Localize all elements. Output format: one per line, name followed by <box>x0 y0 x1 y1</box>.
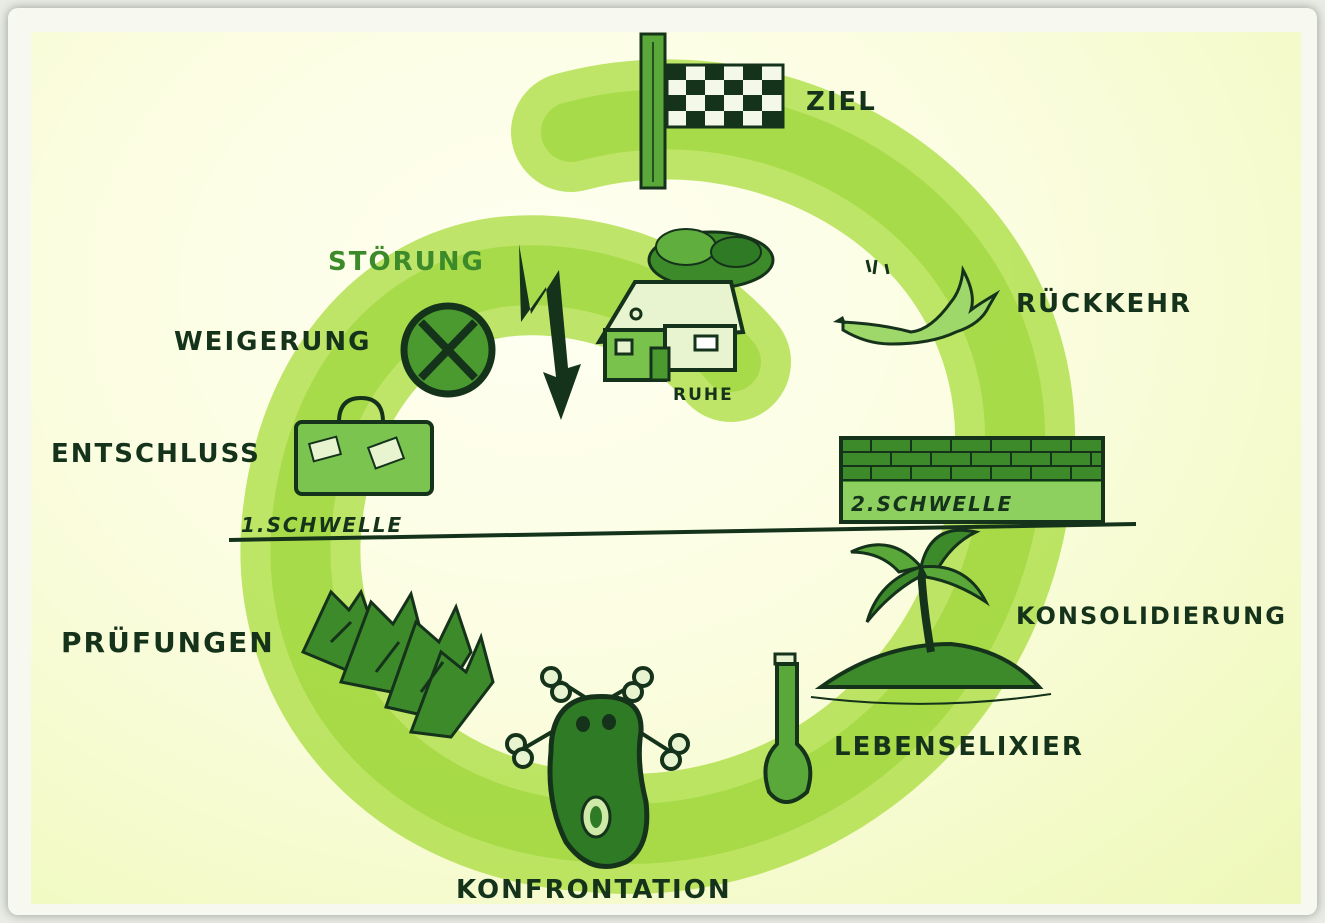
house-icon <box>595 280 746 382</box>
label-pruefungen: PRÜFUNGEN <box>61 625 275 659</box>
lightning-icon <box>519 244 581 420</box>
label-konsolidierung: KONSOLIDIERUNG <box>1016 602 1287 630</box>
label-rueckkehr: RÜCKKEHR <box>1016 286 1192 319</box>
suitcase-icon <box>294 395 434 496</box>
label-lebenselixier: LEBENSELIXIER <box>834 732 1084 762</box>
label-entschluss: ENTSCHLUSS <box>51 439 261 469</box>
label-schwelle-1: 1.SCHWELLE <box>241 513 403 537</box>
journey-ring <box>240 59 1076 894</box>
refuse-x-icon <box>400 302 496 398</box>
tree-icon <box>647 228 775 290</box>
label-konfrontation: KONFRONTATION <box>456 875 732 904</box>
diagram-canvas: ZIEL STÖRUNG RUHE WEIGERUNG ENTSCHLUSS 1… <box>51 32 1287 904</box>
elixir-flask-icon <box>763 652 813 804</box>
threshold-line <box>228 522 1137 542</box>
heros-journey-diagram: ZIEL STÖRUNG RUHE WEIGERUNG ENTSCHLUSS 1… <box>31 32 1301 904</box>
finish-flag-icon <box>639 32 785 190</box>
dove-icon <box>833 259 1001 346</box>
label-ziel: ZIEL <box>806 87 877 117</box>
wall-icon <box>839 436 1105 524</box>
monster-skull-icon <box>505 666 690 869</box>
label-ruhe: RUHE <box>673 385 734 405</box>
label-stoerung: STÖRUNG <box>328 244 485 277</box>
label-weigerung: WEIGERUNG <box>174 327 371 357</box>
palm-island-icon <box>810 528 1052 705</box>
label-schwelle-2: 2.SCHWELLE <box>851 492 1013 516</box>
thicket-icon <box>300 588 495 739</box>
